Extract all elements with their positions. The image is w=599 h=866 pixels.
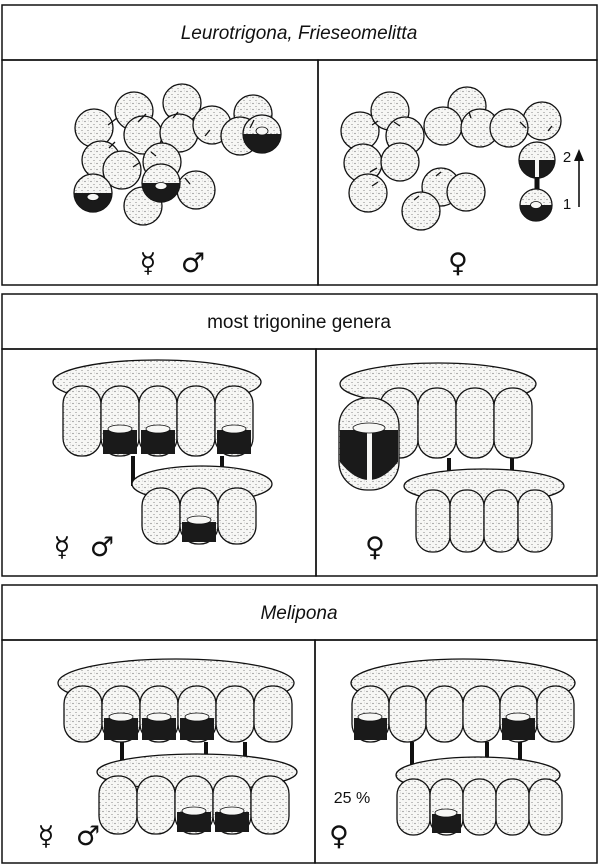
queen-cell-upper [519,142,555,178]
comb-cell [63,386,101,456]
section-trigonine: most trigonine genera [2,294,597,576]
comb-cell [64,686,102,742]
comb-cell [416,490,450,552]
step-label-1: 1 [563,196,571,213]
comb-cell [496,779,529,835]
larva-cell [74,174,112,212]
comb-cell [418,388,456,458]
comb-cell [537,686,574,742]
section-leurotrigona: Leurotrigona, Frieseomelitta [2,5,597,285]
brood-cell [349,174,387,212]
section-melipona: Melipona [2,585,597,863]
comb-cell [389,686,426,742]
brood-cell [177,171,215,209]
comb-cell [218,488,256,544]
comb-cell [494,388,532,458]
section-title: most trigonine genera [207,312,391,333]
comb-cell [99,776,137,834]
comb-cell [463,686,500,742]
cell-cluster-right: 2 1 [341,87,584,230]
male-symbol: ♂ [181,248,205,279]
worker-symbol: ☿ [140,248,157,279]
brood-cell [424,107,462,145]
comb-cell [216,686,254,742]
step-label-2: 2 [563,149,571,166]
comb-cell [450,490,484,552]
queen-cell-large [339,398,399,490]
comb-cell [456,388,494,458]
larva-cell [142,164,180,202]
male-symbol: ♂ [76,821,100,852]
male-symbol: ♂ [90,532,114,563]
comb-lower-left [97,754,297,834]
comb-cell [518,490,552,552]
up-arrow-icon [574,149,584,207]
comb-cell [254,686,292,742]
queen-symbol: ♀ [448,248,468,279]
brood-cell [447,173,485,211]
comb-cell [426,686,463,742]
percentage-label: 25 % [334,790,370,807]
comb-upper-left [58,659,294,742]
comb-cell [251,776,289,834]
comb-cell [137,776,175,834]
brood-cell [381,143,419,181]
cell-cluster-left [74,84,281,225]
larva-cell [243,115,281,153]
worker-symbol: ☿ [38,821,55,852]
brood-cell [490,109,528,147]
comb-lower-left [132,466,272,544]
queen-symbol: ♀ [329,821,349,852]
brood-cell [523,102,561,140]
section-title: Melipona [260,603,337,624]
queen-cell-lower [520,189,552,221]
comb-cell [484,490,518,552]
comb-cell [177,386,215,456]
comb-cell [529,779,562,835]
comb-lower-right [396,757,562,835]
comb-cell [463,779,496,835]
comb-lower-right [404,469,564,552]
brood-cell [75,109,113,147]
queen-symbol: ♀ [365,532,385,563]
comb-upper-left [53,360,261,456]
worker-symbol: ☿ [54,532,71,563]
comb-cell [142,488,180,544]
comb-cell [397,779,430,835]
section-title: Leurotrigona, Frieseomelitta [181,23,418,44]
brood-cell [402,192,440,230]
comb-upper-right [351,659,575,742]
